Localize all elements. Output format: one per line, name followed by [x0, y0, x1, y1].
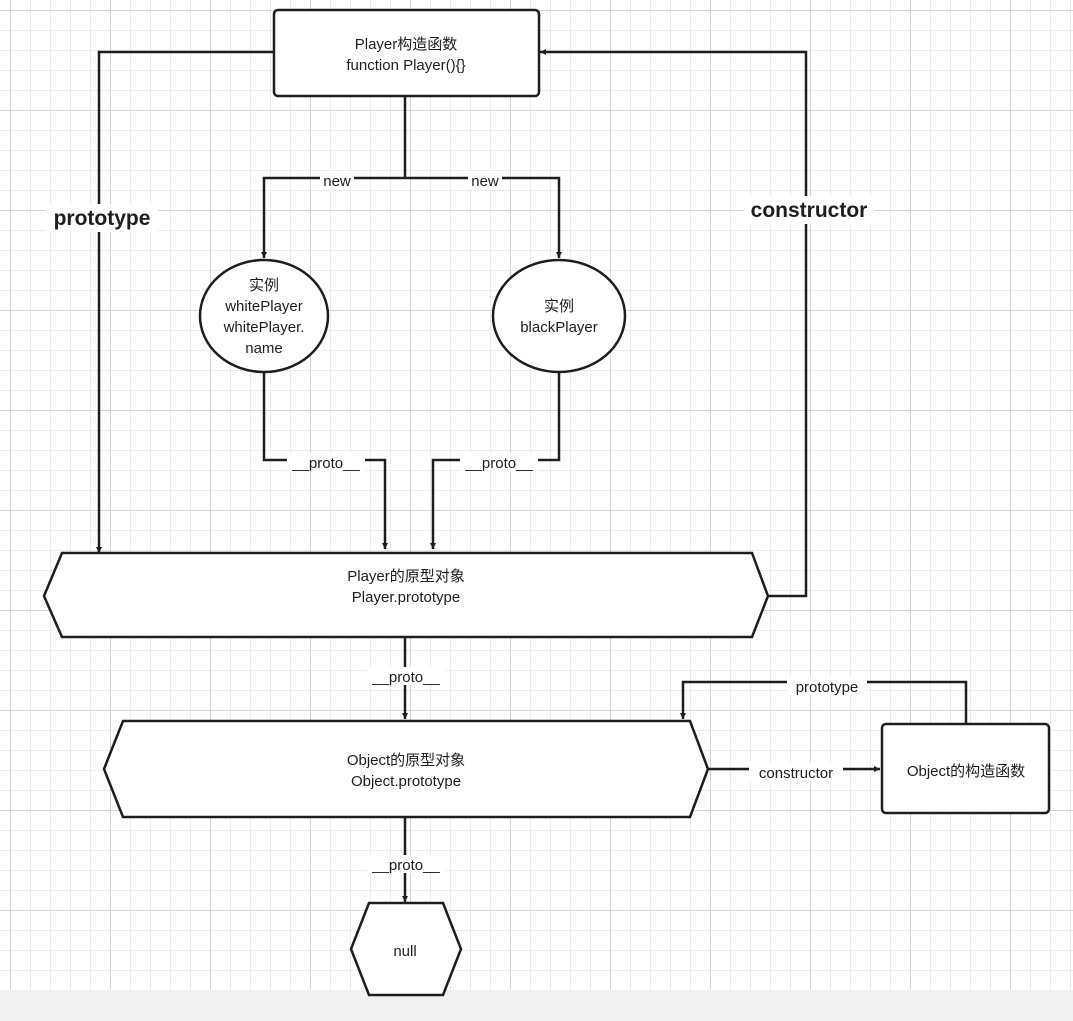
- label-proto-player-object: __proto__: [371, 669, 440, 686]
- null-node: null: [349, 901, 463, 997]
- object-proto-line2: Object.prototype: [351, 773, 461, 790]
- player-constructor-node: Player构造函数 function Player(){}: [272, 8, 541, 98]
- player-prototype-node: Player的原型对象 Player.prototype: [42, 551, 770, 639]
- label-proto-object-null: __proto__: [371, 857, 440, 874]
- player-proto-line1: Player的原型对象: [347, 568, 465, 585]
- label-proto-black: __proto__: [464, 455, 533, 472]
- object-ctor-line1: Object的构造函数: [907, 763, 1025, 780]
- null-label: null: [393, 943, 416, 960]
- white-instance-line1: 实例: [249, 277, 279, 294]
- white-instance-line4: name: [245, 340, 283, 357]
- player-proto-line2: Player.prototype: [352, 589, 460, 606]
- white-player-instance-node: 实例 whitePlayer whitePlayer. name: [198, 258, 330, 374]
- new-arrow-white: [261, 176, 405, 258]
- white-instance-line3: whitePlayer.: [223, 319, 305, 336]
- new-arrow-black: [405, 176, 562, 258]
- label-new-right: new: [471, 173, 499, 190]
- player-ctor-line1: Player构造函数: [355, 36, 458, 53]
- black-player-instance-node: 实例 blackPlayer: [491, 258, 627, 374]
- label-object-constructor: constructor: [759, 765, 833, 782]
- constructor-arrow: [540, 49, 808, 598]
- player-ctor-line2: function Player(){}: [346, 57, 465, 74]
- label-prototype-big: prototype: [54, 207, 151, 230]
- object-prototype-node: Object的原型对象 Object.prototype: [102, 719, 710, 819]
- object-constructor-node: Object的构造函数: [880, 722, 1051, 815]
- prototype-arrow: [96, 50, 274, 553]
- black-instance-line2: blackPlayer: [520, 319, 598, 336]
- object-proto-line1: Object的原型对象: [347, 752, 465, 769]
- label-constructor-big: constructor: [751, 199, 868, 222]
- label-proto-white: __proto__: [291, 455, 360, 472]
- label-new-left: new: [323, 173, 351, 190]
- white-instance-line2: whitePlayer: [224, 298, 303, 315]
- label-object-prototype: prototype: [796, 679, 859, 696]
- bottom-bar: [0, 990, 1073, 1021]
- black-instance-line1: 实例: [544, 298, 574, 315]
